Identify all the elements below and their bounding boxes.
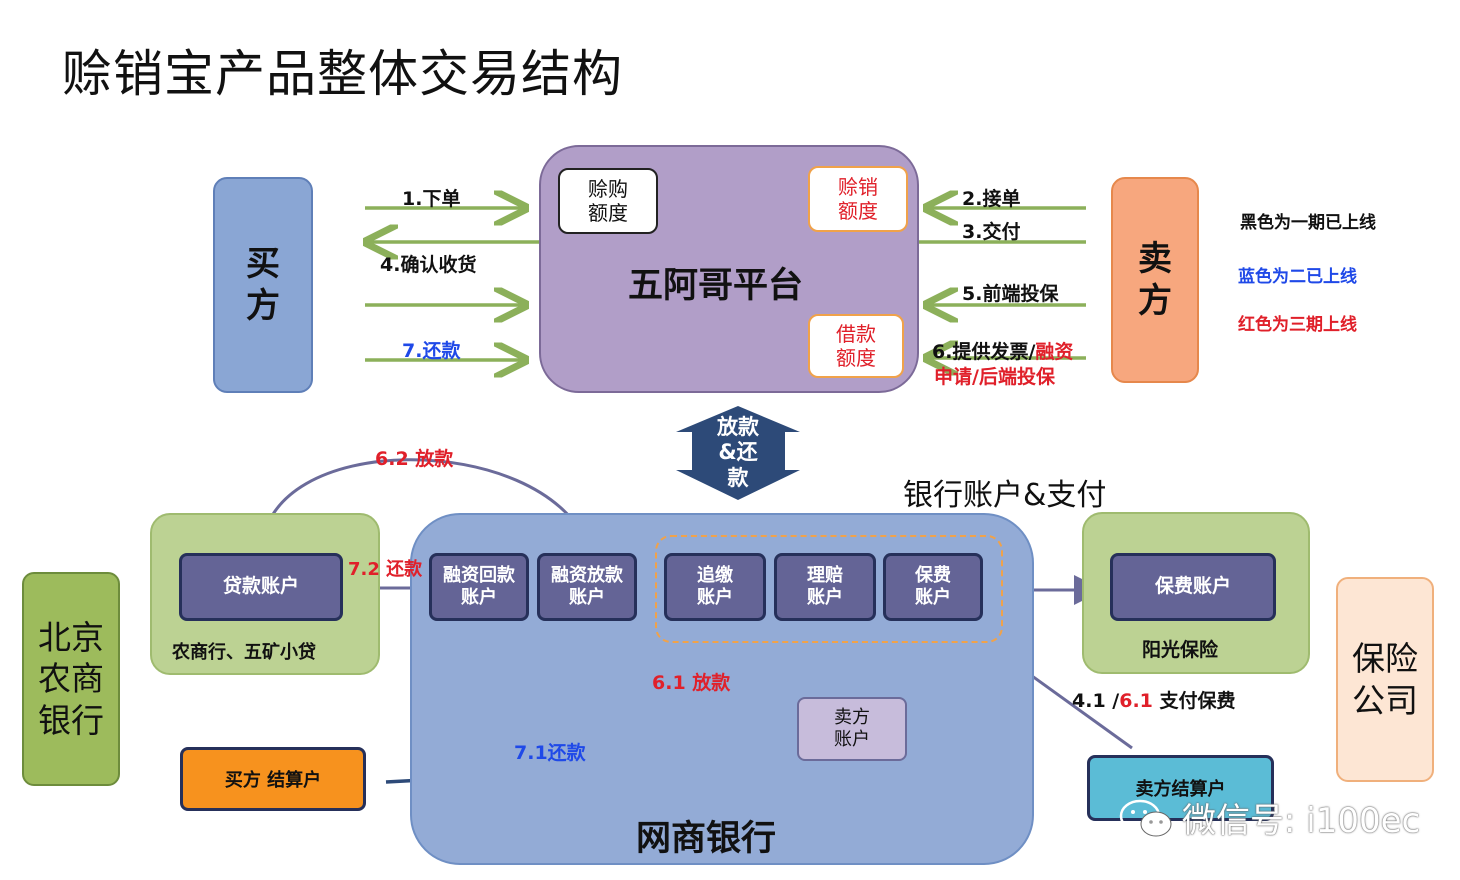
label-confirm: 4.确认收货 <box>380 254 477 276</box>
watermark-text: 微信号: i100ec <box>1182 801 1421 841</box>
label-order: 1.下单 <box>402 188 461 210</box>
insurance-company-box: 保险 公司 <box>1336 577 1434 782</box>
double-arrow <box>676 406 800 500</box>
insurance-accounts-group <box>655 535 1003 643</box>
beijing-bank-box: 北京 农商 银行 <box>22 572 120 786</box>
claims-account: 理赔 账户 <box>774 553 876 621</box>
insurer-caption: 阳光保险 <box>1142 639 1219 661</box>
legend-red: 红色为三期上线 <box>1238 315 1357 335</box>
label-invoice: 6.提供发票/融资 <box>932 337 1073 364</box>
label-deliver: 3.交付 <box>962 221 1021 243</box>
wechat-watermark: 微信号: i100ec <box>1118 793 1420 842</box>
arrow-6-2 <box>260 458 593 554</box>
label-invoice-line2: 申请/后端投保 <box>934 366 1055 388</box>
premium-account-insurer: 保费账户 <box>1110 553 1276 621</box>
middle-arrow-label: 放款 &还 款 <box>717 415 759 490</box>
label-7-1: 7.1还款 <box>514 742 586 764</box>
label-accept: 2.接单 <box>962 188 1021 210</box>
label-4-1: 4.1 /6.1 支付保费 <box>1072 686 1236 713</box>
seller-account: 卖方 账户 <box>797 697 907 761</box>
bank-name: 网商银行 <box>636 819 777 859</box>
buyer-settlement-account: 买方 结算户 <box>180 747 366 811</box>
financing-loan-account: 融资放款 账户 <box>537 553 637 621</box>
credit-quota-box: 赊购 额度 <box>558 168 658 234</box>
label-6-1: 6.1 放款 <box>652 668 730 695</box>
legend-blue: 蓝色为二已上线 <box>1238 267 1357 287</box>
sales-quota-box: 赊销 额度 <box>808 166 908 232</box>
label-invoice-red: 融资 <box>1035 341 1074 363</box>
label-6-2: 6.2 放款 <box>375 444 453 471</box>
page-title: 赊销宝产品整体交易结构 <box>62 45 623 103</box>
label-6-1-text: 放款 <box>685 672 731 694</box>
label-6-2-text: 放款 <box>408 448 454 470</box>
label-4-1-a: 4.1 / <box>1072 690 1120 712</box>
label-4-1-b: 6.1 <box>1119 690 1153 712</box>
label-7-2-text: 还款 <box>379 559 423 580</box>
label-6-1-num: 6.1 <box>652 672 686 694</box>
label-7-2-num: 7.2 <box>348 559 380 580</box>
label-4-1-c: 支付保费 <box>1152 690 1236 712</box>
seller-settlement-account: 卖方结算户 <box>1087 755 1274 821</box>
wechat-icon <box>1119 799 1172 836</box>
label-repay: 7.还款 <box>402 340 461 362</box>
label-front-insure: 5.前端投保 <box>962 283 1059 305</box>
platform-name: 五阿哥平台 <box>628 266 804 306</box>
top-up-account: 追缴 账户 <box>664 553 766 621</box>
label-invoice-black: 6.提供发票/ <box>932 341 1036 363</box>
label-6-2-num: 6.2 <box>375 448 409 470</box>
buyer-box: 买 方 <box>213 177 313 393</box>
loan-account: 贷款账户 <box>179 553 343 621</box>
loan-quota-box: 借款 额度 <box>808 314 904 378</box>
premium-account-bank: 保费 账户 <box>883 553 983 621</box>
legend-black: 黑色为一期已上线 <box>1240 213 1376 233</box>
label-7-2: 7.2 还款 <box>348 555 422 581</box>
financing-repay-account: 融资回款 账户 <box>429 553 529 621</box>
lender-caption: 农商行、五矿小贷 <box>172 642 316 663</box>
seller-box: 卖 方 <box>1111 177 1199 383</box>
bank-section-title: 银行账户&支付 <box>903 478 1107 513</box>
